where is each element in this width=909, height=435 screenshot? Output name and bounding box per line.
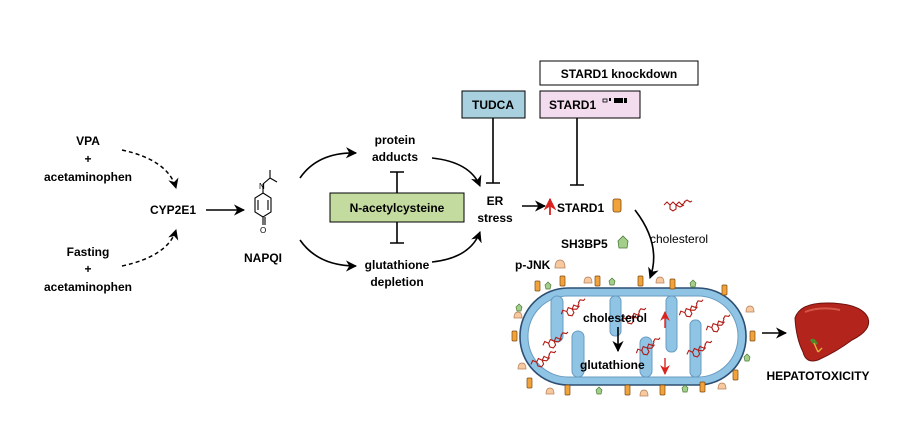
- depletion-to-er-stress-arrow: [431, 230, 482, 263]
- stard1-ko-box: [539, 90, 641, 119]
- mitochondrion: [519, 287, 747, 386]
- napqi-label: NAPQI: [244, 251, 282, 265]
- adducts-to-er-stress-arrow: [431, 157, 482, 188]
- nac-inhibits-adducts-line: [390, 171, 404, 193]
- protein-adducts-label-2: adducts: [372, 150, 418, 164]
- napqi-structure-icon: [254, 170, 278, 225]
- cyp2e1-label: CYP2E1: [150, 203, 196, 217]
- fasting-to-cyp2e1-arrow: [121, 228, 179, 267]
- cholesterol-molecule-icon: [663, 199, 693, 212]
- napqi-to-glutathione-depletion-arrow: [299, 239, 358, 272]
- vpa-label: VPA: [76, 134, 100, 148]
- fasting-plus-sign: +: [84, 262, 91, 276]
- napqi-oxygen-atom: O: [260, 226, 266, 235]
- fasting-label: Fasting: [67, 245, 110, 259]
- sh3bp5-label: SH3BP5: [561, 237, 608, 251]
- vpa-plus-sign: +: [84, 152, 91, 166]
- fasting-acetaminophen-label: acetaminophen: [44, 280, 132, 294]
- protein-adducts-label-1: protein: [375, 133, 416, 147]
- stard1-protein-icon: [612, 198, 622, 213]
- sh3bp5-icon: [617, 235, 629, 249]
- n-acetylcysteine-box: [329, 192, 465, 223]
- p-jnk-icon: [554, 259, 566, 269]
- napqi-nitrogen-atom: N: [259, 182, 265, 191]
- ko-superscript-icon: [602, 98, 627, 103]
- stard1-label: STARD1: [557, 201, 604, 215]
- p-jnk-label: p-JNK: [515, 258, 551, 272]
- membrane-stard1-proteins: [511, 275, 756, 396]
- stard1-ko-inhibits-stard1-line: [570, 118, 584, 186]
- vpa-to-cyp2e1-arrow: [121, 149, 179, 190]
- stard1-ko-label: STARD1: [549, 98, 596, 112]
- tudca-inhibits-er-stress-line: [486, 118, 500, 184]
- hepatotoxicity-label: HEPATOTOXICITY: [766, 369, 869, 383]
- er-stress-label-1: ER: [487, 194, 504, 208]
- n-acetylcysteine-label: N-acetylcysteine: [350, 201, 445, 215]
- cholesterol-to-mitochondria-arrow: [634, 209, 659, 280]
- vpa-acetaminophen-label: acetaminophen: [44, 170, 132, 184]
- stard1-knockdown-label: STARD1 knockdown: [561, 67, 677, 81]
- mito-glutathione-label: glutathione: [580, 358, 645, 372]
- fasting-acetaminophen-input: Fasting + acetaminophen: [44, 245, 132, 294]
- glutathione-depletion-label-2: depletion: [370, 275, 423, 289]
- glutathione-depletion-label-1: glutathione: [365, 258, 430, 272]
- tudca-label: TUDCA: [472, 98, 514, 112]
- membrane-sh3bp5-proteins: [515, 277, 751, 395]
- membrane-p-jnk-proteins: [513, 276, 755, 397]
- er-stress-label-2: stress: [477, 211, 513, 225]
- vpa-acetaminophen-input: VPA + acetaminophen: [44, 134, 132, 184]
- napqi-to-protein-adducts-arrow: [299, 147, 358, 179]
- nac-inhibits-depletion-line: [390, 222, 404, 244]
- cholesterol-label: cholesterol: [650, 232, 708, 246]
- liver-icon: [794, 302, 870, 362]
- mito-cholesterol-label: cholesterol: [583, 311, 647, 325]
- stard1-knockdown-box: [539, 60, 699, 86]
